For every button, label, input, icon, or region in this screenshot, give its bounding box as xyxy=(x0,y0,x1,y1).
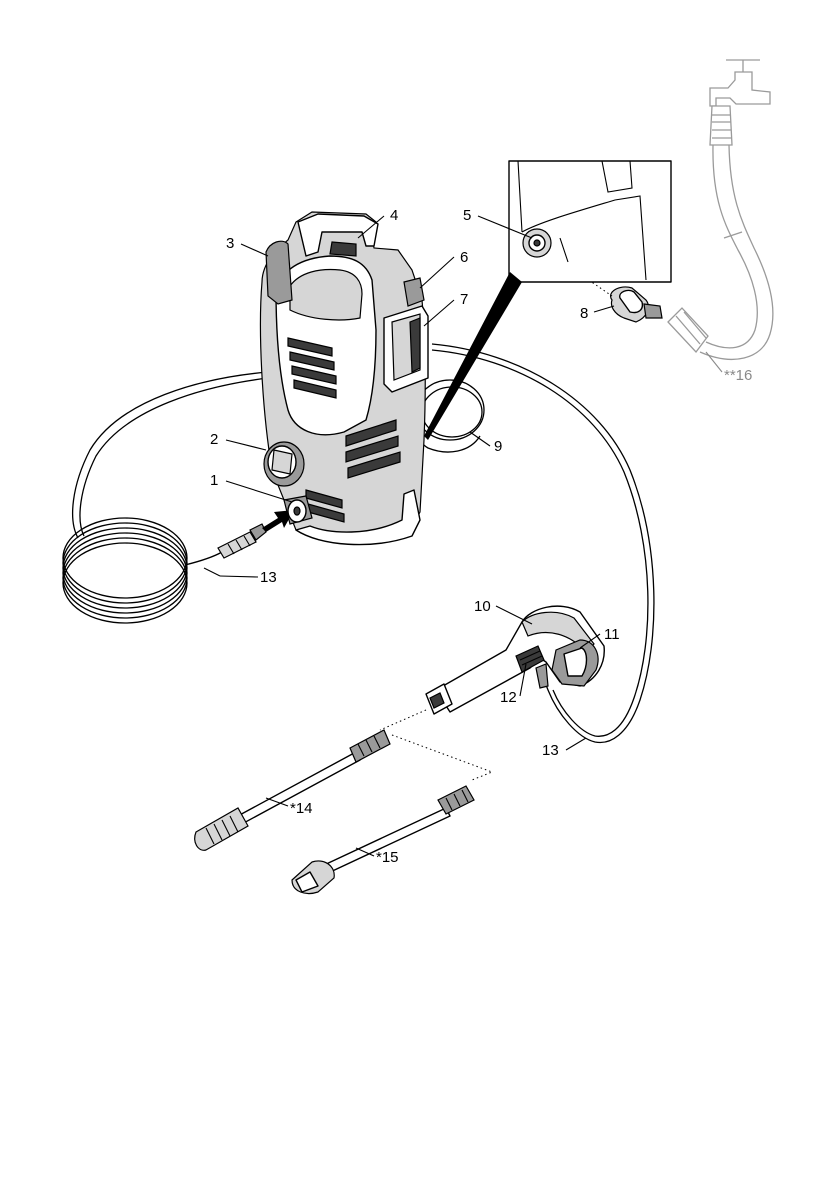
tap-connector xyxy=(710,106,732,145)
pressure-washer-unit xyxy=(260,212,428,545)
callout-5: 5 xyxy=(463,207,471,224)
callout-10: 10 xyxy=(474,598,491,615)
callout-14: *14 xyxy=(290,800,313,817)
callout-13-left: 13 xyxy=(260,569,277,586)
callout-3: 3 xyxy=(226,235,234,252)
garden-hose-assembly xyxy=(668,60,773,359)
callout-16: **16 xyxy=(724,367,752,384)
callout-8: 8 xyxy=(580,305,588,322)
inset-frame xyxy=(509,161,671,282)
left-tab xyxy=(266,241,292,304)
lance-alignment xyxy=(380,710,492,780)
spray-lance-14 xyxy=(195,730,390,850)
callout-4: 4 xyxy=(390,207,398,224)
callout-7: 7 xyxy=(460,291,468,308)
hose-coil-left xyxy=(63,518,266,623)
water-tap xyxy=(710,60,770,106)
callout-9: 9 xyxy=(494,438,502,455)
callout-1: 1 xyxy=(210,472,218,489)
hose-fitting xyxy=(218,532,256,558)
inset-pointer xyxy=(424,272,522,440)
callout-11: 11 xyxy=(604,626,620,643)
callout-12: 12 xyxy=(500,689,517,706)
callout-13-right: 13 xyxy=(542,742,559,759)
main-switch xyxy=(264,442,304,486)
callout-6: 6 xyxy=(460,249,468,266)
power-cord xyxy=(73,372,268,538)
callout-2: 2 xyxy=(210,431,218,448)
callout-15: *15 xyxy=(376,849,399,866)
spray-lance-15 xyxy=(292,786,474,894)
